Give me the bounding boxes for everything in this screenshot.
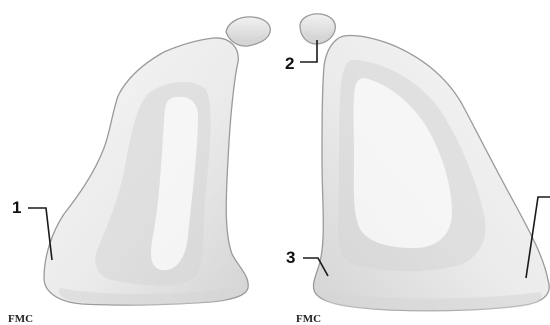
- credit-right: FMC: [296, 313, 321, 325]
- left-trim-panel: [44, 38, 248, 305]
- right-cap-piece: [300, 14, 335, 44]
- callout-1: 1: [12, 198, 21, 217]
- callout-3: 3: [286, 248, 295, 267]
- credit-left: FMC: [8, 313, 33, 325]
- right-trim-panel: [313, 35, 549, 310]
- left-cap-piece: [226, 17, 270, 46]
- callout-2: 2: [285, 54, 294, 73]
